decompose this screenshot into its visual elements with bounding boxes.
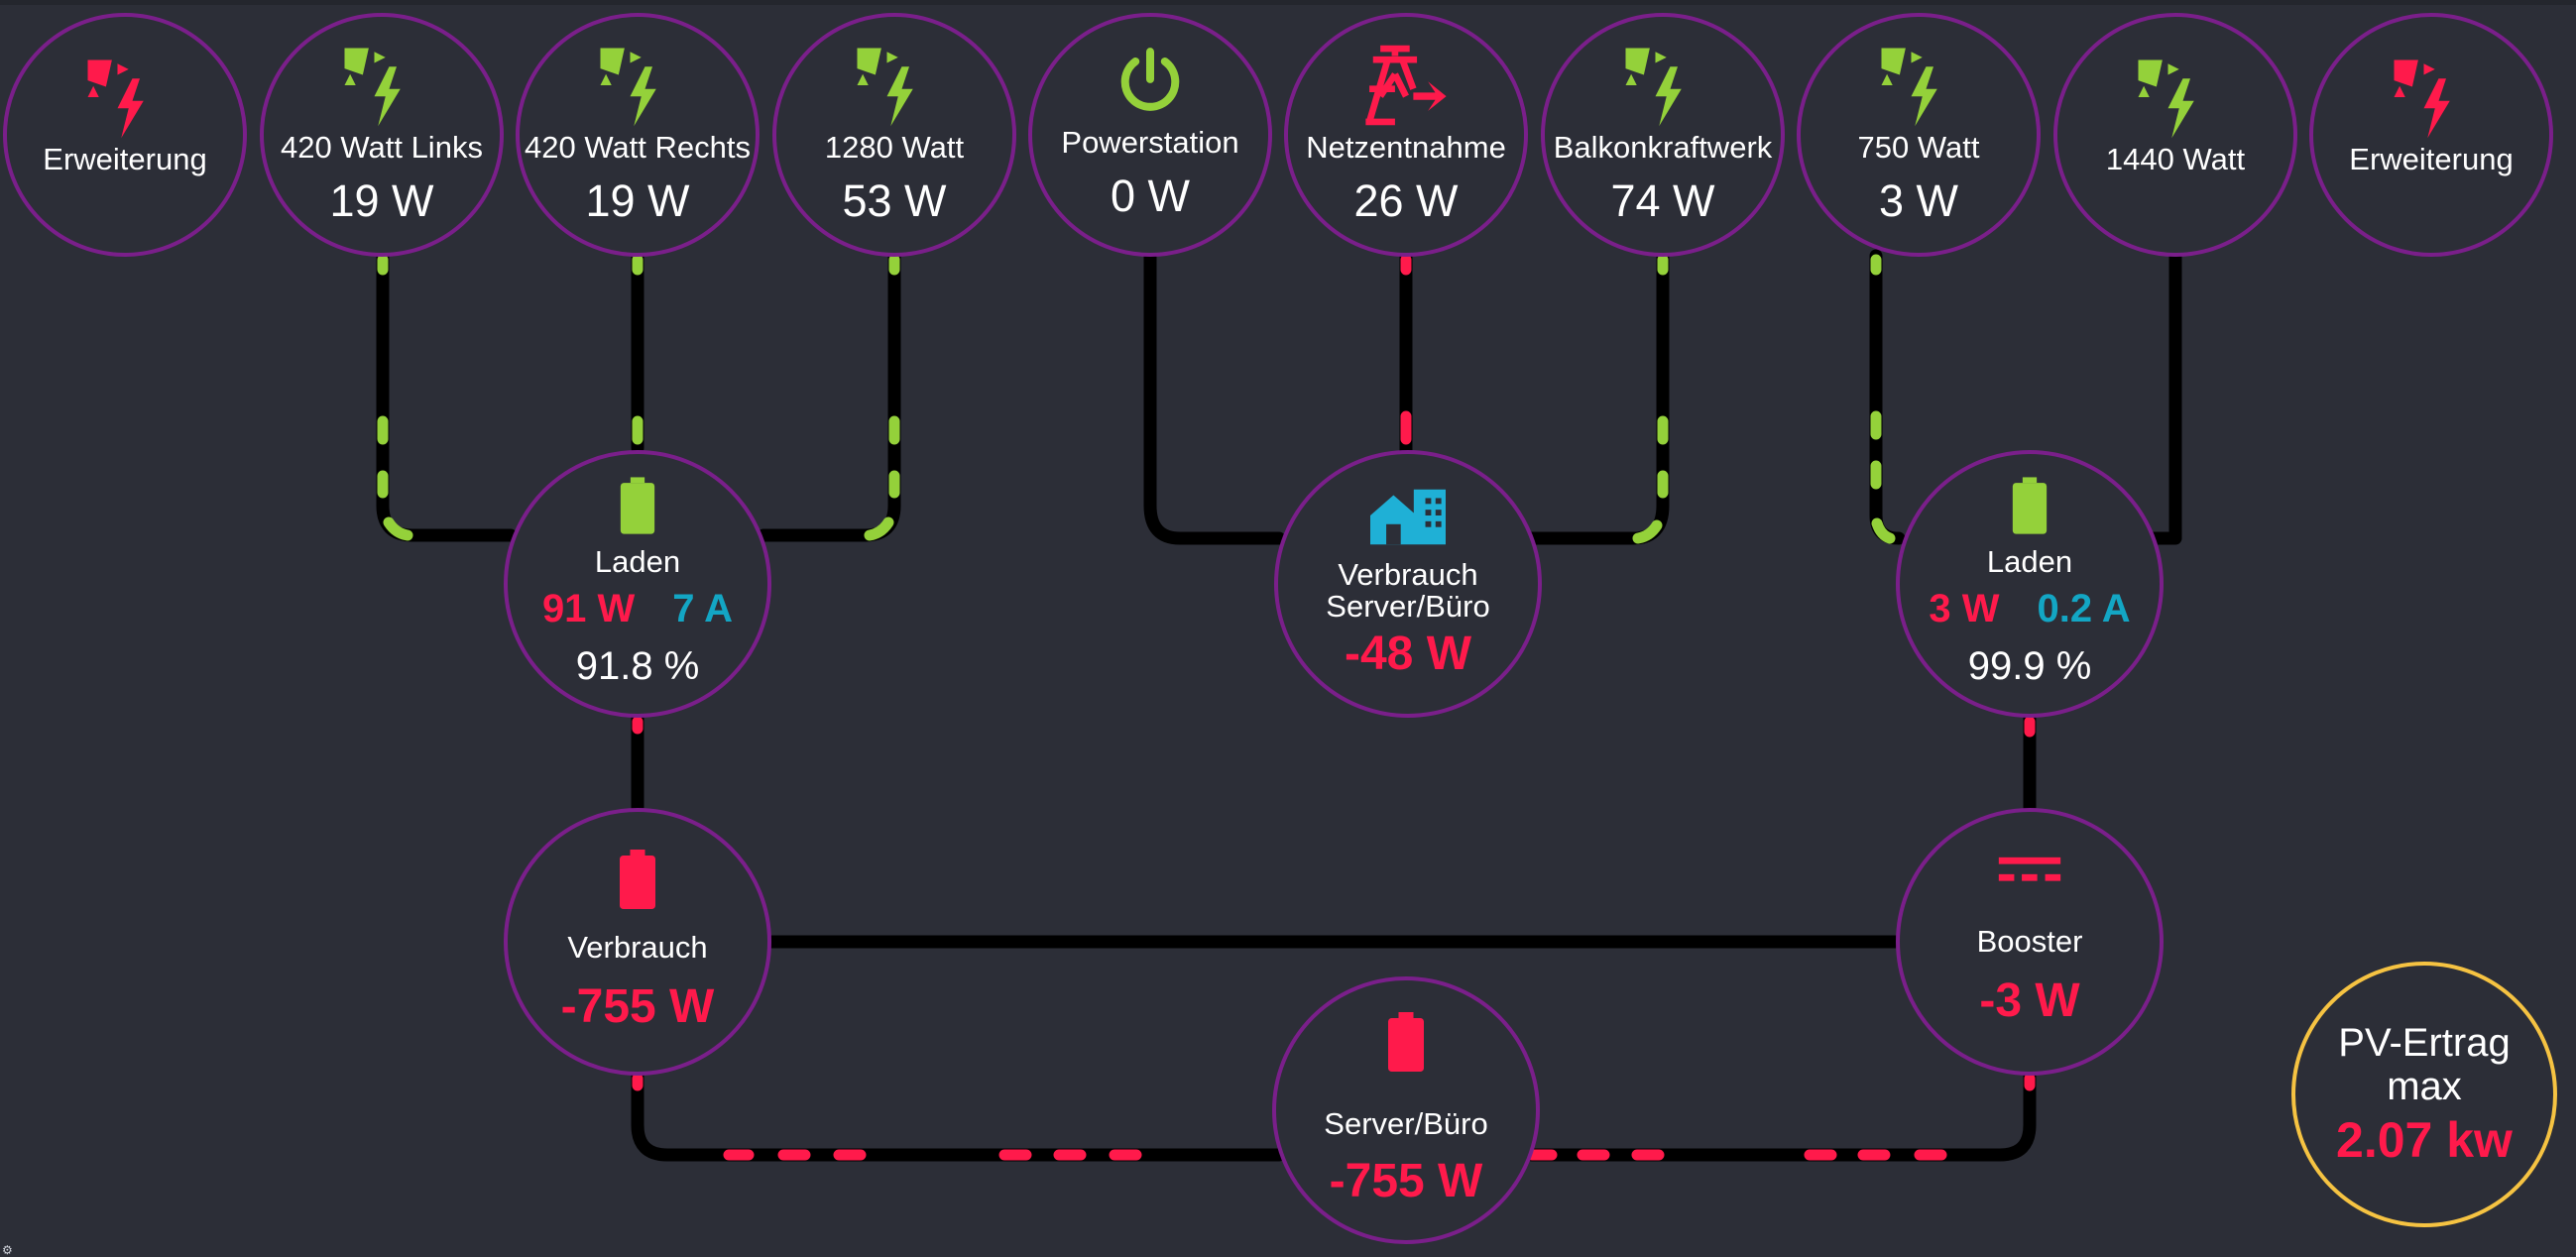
node-value: 0 W	[1110, 171, 1190, 221]
battery-percent: 91.8 %	[575, 644, 700, 688]
solar-power-icon	[344, 48, 401, 127]
flow-line-powerstation	[1143, 249, 1286, 545]
flow-line-balkonkraftwerk	[1525, 249, 1670, 545]
battery-icon	[1388, 1012, 1424, 1072]
solar-power-icon	[2394, 59, 2450, 139]
node-value: -3 W	[1979, 974, 2080, 1027]
solar-power-icon	[600, 48, 656, 127]
node-420-watt-links[interactable]: 420 Watt Links 19 W	[260, 13, 504, 257]
node-balkonkraftwerk[interactable]: Balkonkraftwerk 74 W	[1541, 13, 1785, 257]
node-laden-left[interactable]: Laden 91 W 7 A 91.8 %	[504, 450, 771, 718]
node-1280-watt[interactable]: 1280 Watt 53 W	[772, 13, 1016, 257]
node-pv-ertrag[interactable]: PV-Ertrag max 2.07 kw	[2291, 962, 2557, 1227]
node-value: 19 W	[329, 175, 434, 226]
transmission-tower-icon	[1365, 45, 1447, 126]
node-420-watt-rechts[interactable]: 420 Watt Rechts 19 W	[516, 13, 760, 257]
pv-label: max	[2387, 1065, 2462, 1108]
flow-line-420-links	[376, 249, 518, 542]
flow-line-1280	[757, 249, 901, 542]
node-1440-watt[interactable]: 1440 Watt	[2053, 13, 2297, 257]
node-label: Laden	[594, 544, 681, 579]
node-powerstation[interactable]: Powerstation 0 W	[1028, 13, 1272, 257]
node-value: 53 W	[842, 175, 947, 226]
node-label: Balkonkraftwerk	[1553, 130, 1773, 165]
battery-charging-icon	[2012, 477, 2048, 534]
current-dc-icon	[1998, 857, 2061, 881]
battery-icon	[620, 850, 655, 909]
node-verbrauch[interactable]: Verbrauch -755 W	[504, 808, 771, 1076]
node-label: Server/Büro	[1326, 589, 1490, 624]
solar-power-icon	[1625, 48, 1682, 127]
charge-readings: 91 W 7 A	[542, 584, 733, 633]
node-value: 26 W	[1353, 175, 1459, 226]
node-value: -755 W	[560, 980, 715, 1033]
node-verbrauch-server-buero[interactable]: Verbrauch Server/Büro -48 W	[1274, 450, 1542, 718]
charge-amps: 0.2 A	[2037, 587, 2131, 630]
node-server-buero[interactable]: Server/Büro -755 W	[1272, 976, 1540, 1244]
node-netzentnahme[interactable]: Netzentnahme 26 W	[1284, 13, 1528, 257]
solar-power-icon	[2138, 59, 2194, 139]
node-booster[interactable]: Booster -3 W	[1896, 808, 2164, 1076]
node-value: 19 W	[585, 175, 690, 226]
battery-charging-icon	[620, 477, 655, 534]
node-value: -48 W	[1344, 628, 1471, 680]
node-erweiterung-left[interactable]: Erweiterung	[3, 13, 247, 257]
node-label: Erweiterung	[2349, 142, 2514, 176]
solar-power-icon	[1881, 48, 1937, 127]
node-label: 420 Watt Links	[281, 130, 483, 165]
pv-value: 2.07 kw	[2336, 1112, 2513, 1168]
flow-dash-booster-server	[1526, 1073, 2036, 1161]
node-value: -755 W	[1329, 1155, 1483, 1207]
solar-power-icon	[857, 48, 913, 127]
node-label: Powerstation	[1061, 125, 1239, 160]
pv-label: PV-Ertrag	[2338, 1021, 2511, 1065]
node-label: Server/Büro	[1324, 1106, 1488, 1141]
node-label: Laden	[1986, 544, 2073, 579]
node-750-watt[interactable]: 750 Watt 3 W	[1797, 13, 2041, 257]
node-label: Netzentnahme	[1306, 130, 1506, 165]
flow-dash-420-links	[377, 254, 413, 541]
flow-line-verbrauch-server	[631, 1064, 1286, 1162]
flow-line-1440	[2145, 249, 2182, 545]
flow-line-750	[1869, 249, 1906, 545]
charge-watts: 91 W	[541, 587, 636, 630]
power-icon	[1120, 48, 1180, 111]
home-city-icon	[1370, 489, 1446, 545]
charge-readings: 3 W 0.2 A	[1929, 584, 2130, 633]
node-label: 750 Watt	[1857, 130, 1980, 165]
node-erweiterung-right[interactable]: Erweiterung	[2309, 13, 2553, 257]
node-laden-right[interactable]: Laden 3 W 0.2 A 99.9 %	[1896, 450, 2164, 718]
flow-dash-balkonkraftwerk	[1632, 254, 1669, 544]
node-label: 420 Watt Rechts	[524, 130, 751, 165]
solar-power-icon	[87, 59, 144, 139]
charge-watts: 3 W	[1929, 587, 2000, 630]
node-label: 1440 Watt	[2105, 142, 2246, 176]
node-label: Verbrauch	[1338, 557, 1478, 592]
node-value: 3 W	[1878, 175, 1958, 226]
node-label: 1280 Watt	[824, 130, 965, 165]
flow-dash-verbrauch-server	[632, 1073, 1142, 1161]
node-label: Erweiterung	[43, 142, 207, 176]
node-label: Verbrauch	[567, 930, 708, 965]
charge-amps: 7 A	[672, 587, 734, 630]
flow-line-booster-server	[1525, 1064, 2037, 1162]
node-value: 74 W	[1610, 175, 1715, 226]
flow-dash-1280	[864, 254, 900, 541]
top-bar	[0, 0, 2576, 5]
node-label: Booster	[1976, 924, 2083, 959]
settings-gear-icon[interactable]: ⚙	[2, 1243, 13, 1257]
flow-dash-750	[1870, 254, 1896, 544]
battery-percent: 99.9 %	[1967, 644, 2092, 688]
